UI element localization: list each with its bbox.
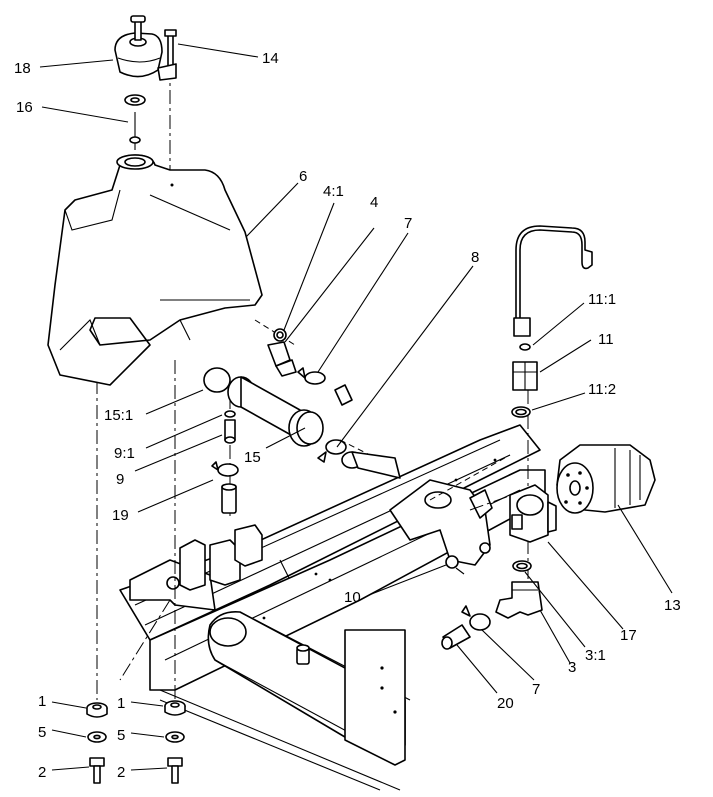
callout-7-upper: 7 bbox=[404, 215, 412, 232]
callout-15: 15 bbox=[244, 449, 261, 466]
fuel-tank bbox=[47, 154, 263, 386]
callout-9: 9 bbox=[116, 471, 124, 488]
leader-lines bbox=[39, 43, 673, 771]
callout-13: 13 bbox=[664, 597, 681, 614]
oil-filter bbox=[556, 444, 656, 514]
drain-hose bbox=[221, 483, 237, 514]
callout-11-1: 11:1 bbox=[588, 291, 616, 308]
o-ring-upper bbox=[519, 343, 531, 351]
drain-clamp bbox=[211, 461, 239, 477]
callout-14: 14 bbox=[262, 50, 279, 67]
tank-mount-bracket bbox=[129, 524, 263, 611]
callout-labels: 18 14 16 6 4:1 4 7 8 11:1 11 11:2 15:1 9… bbox=[14, 50, 681, 781]
o-ring-elbow bbox=[512, 560, 532, 572]
callout-5-right: 5 bbox=[117, 727, 125, 744]
fuel-hose bbox=[341, 451, 401, 479]
callout-3-1: 3:1 bbox=[585, 647, 606, 664]
callout-2-right: 2 bbox=[117, 764, 125, 781]
elbow-hose bbox=[441, 624, 471, 650]
frame-bolt bbox=[296, 644, 310, 665]
callout-16: 16 bbox=[16, 99, 33, 116]
callout-11-2: 11:2 bbox=[588, 381, 616, 398]
callout-6: 6 bbox=[299, 168, 307, 185]
callout-19: 19 bbox=[112, 507, 129, 524]
callout-1-right: 1 bbox=[117, 695, 125, 712]
rubber-mount-left bbox=[86, 702, 108, 718]
callout-10: 10 bbox=[344, 589, 361, 606]
elbow-fitting bbox=[495, 581, 543, 619]
filter-mount-bracket bbox=[389, 479, 493, 566]
filter-head bbox=[509, 484, 557, 543]
filler-gasket bbox=[124, 94, 146, 150]
callout-4-1: 4:1 bbox=[323, 183, 344, 200]
elbow-clamp bbox=[461, 605, 491, 631]
grommet-fitting bbox=[267, 328, 297, 377]
callout-11: 11 bbox=[598, 331, 614, 348]
callout-8: 8 bbox=[471, 249, 479, 266]
hose-stub bbox=[334, 384, 353, 406]
washer-right bbox=[165, 731, 185, 743]
rubber-mount-right bbox=[164, 700, 186, 716]
callout-5-left: 5 bbox=[38, 724, 46, 741]
drain-fitting bbox=[224, 410, 236, 444]
callout-15-1: 15:1 bbox=[104, 407, 133, 424]
callout-2-left: 2 bbox=[38, 764, 46, 781]
fuel-line-tube bbox=[513, 225, 593, 337]
callout-1-left: 1 bbox=[38, 693, 46, 710]
hose-clamp-lower bbox=[317, 439, 347, 463]
bolt-left bbox=[89, 757, 105, 784]
callout-18: 18 bbox=[14, 60, 31, 77]
washer-left bbox=[87, 731, 107, 743]
callout-7-lower: 7 bbox=[532, 681, 540, 698]
cap-vent-fitting bbox=[157, 29, 177, 81]
callout-17: 17 bbox=[620, 627, 637, 644]
frame-dots bbox=[262, 458, 497, 620]
frame-side-plate bbox=[159, 629, 406, 791]
callout-20: 20 bbox=[497, 695, 514, 712]
adapter-fitting bbox=[512, 361, 538, 391]
fuel-cap bbox=[114, 15, 163, 78]
o-ring-lower bbox=[511, 406, 531, 418]
callout-3: 3 bbox=[568, 659, 576, 676]
bolt-right bbox=[167, 757, 183, 784]
hex-plug bbox=[445, 555, 465, 575]
callout-9-1: 9:1 bbox=[114, 445, 135, 462]
hose-clamp-upper bbox=[297, 367, 326, 385]
callout-4: 4 bbox=[370, 194, 378, 211]
